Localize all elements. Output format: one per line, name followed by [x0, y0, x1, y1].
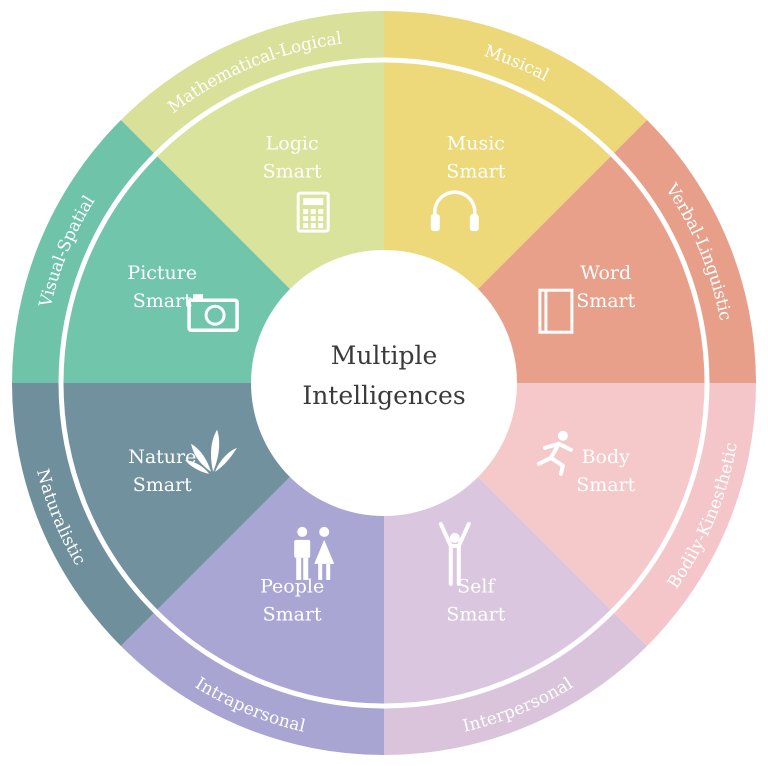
outer-segment-people [120, 611, 385, 755]
outer-segment-self [384, 611, 648, 755]
inner-labels: LogicSmartMusicSmartWordSmartBodySmartSe… [127, 132, 635, 625]
inner-label-logic-line2: Smart [263, 160, 322, 182]
inner-segment-logic [155, 60, 384, 291]
inner-segment-self [384, 475, 613, 706]
inner-label-music-line2: Smart [446, 160, 505, 182]
inner-segment-nature [61, 383, 292, 612]
inner-label-nature-line2: Smart [133, 474, 192, 496]
ring-divider [58, 57, 710, 709]
inner-label-body-line2: Smart [576, 474, 635, 496]
inner-segment-word [476, 154, 707, 383]
inner-label-body-line1: Body [582, 446, 631, 468]
outer-ring [11, 11, 756, 755]
center-circle [251, 250, 517, 516]
inner-segment-body [476, 383, 707, 612]
icons [185, 190, 574, 586]
two-people-icon [294, 526, 335, 580]
inner-label-self-line1: Self [457, 576, 496, 598]
outer-segment-body [612, 383, 756, 647]
outer-segment-music [384, 11, 648, 155]
inner-segment-music [384, 60, 613, 291]
inner-label-music-line1: Music [447, 132, 505, 154]
inner-label-people-line1: People [260, 576, 324, 598]
center-title-line2: Intelligences [302, 381, 465, 410]
calculator-icon [296, 191, 330, 233]
outer-segment-logic [120, 11, 385, 155]
camera-icon [187, 294, 239, 332]
person-arms-up-icon [438, 521, 471, 586]
inner-ring [61, 60, 707, 706]
running-person-icon [536, 430, 573, 476]
inner-label-word-line1: Word [580, 262, 631, 284]
center-title-line1: Multiple [331, 341, 438, 370]
inner-label-logic-line1: Logic [266, 132, 319, 154]
outer-segment-word [612, 119, 756, 384]
inner-segment-picture [61, 154, 292, 383]
inner-label-nature-line1: Nature [128, 446, 196, 468]
headphones-icon [430, 190, 479, 232]
outer-segment-picture [12, 119, 156, 384]
book-icon [538, 288, 574, 334]
inner-label-word-line2: Smart [576, 290, 635, 312]
outer-segment-nature [11, 383, 156, 647]
inner-label-self-line2: Smart [446, 604, 505, 626]
inner-label-picture-line2: Smart [133, 290, 192, 312]
inner-label-people-line2: Smart [263, 604, 322, 626]
inner-label-picture-line1: Picture [127, 262, 197, 284]
leaves-icon [185, 429, 238, 474]
